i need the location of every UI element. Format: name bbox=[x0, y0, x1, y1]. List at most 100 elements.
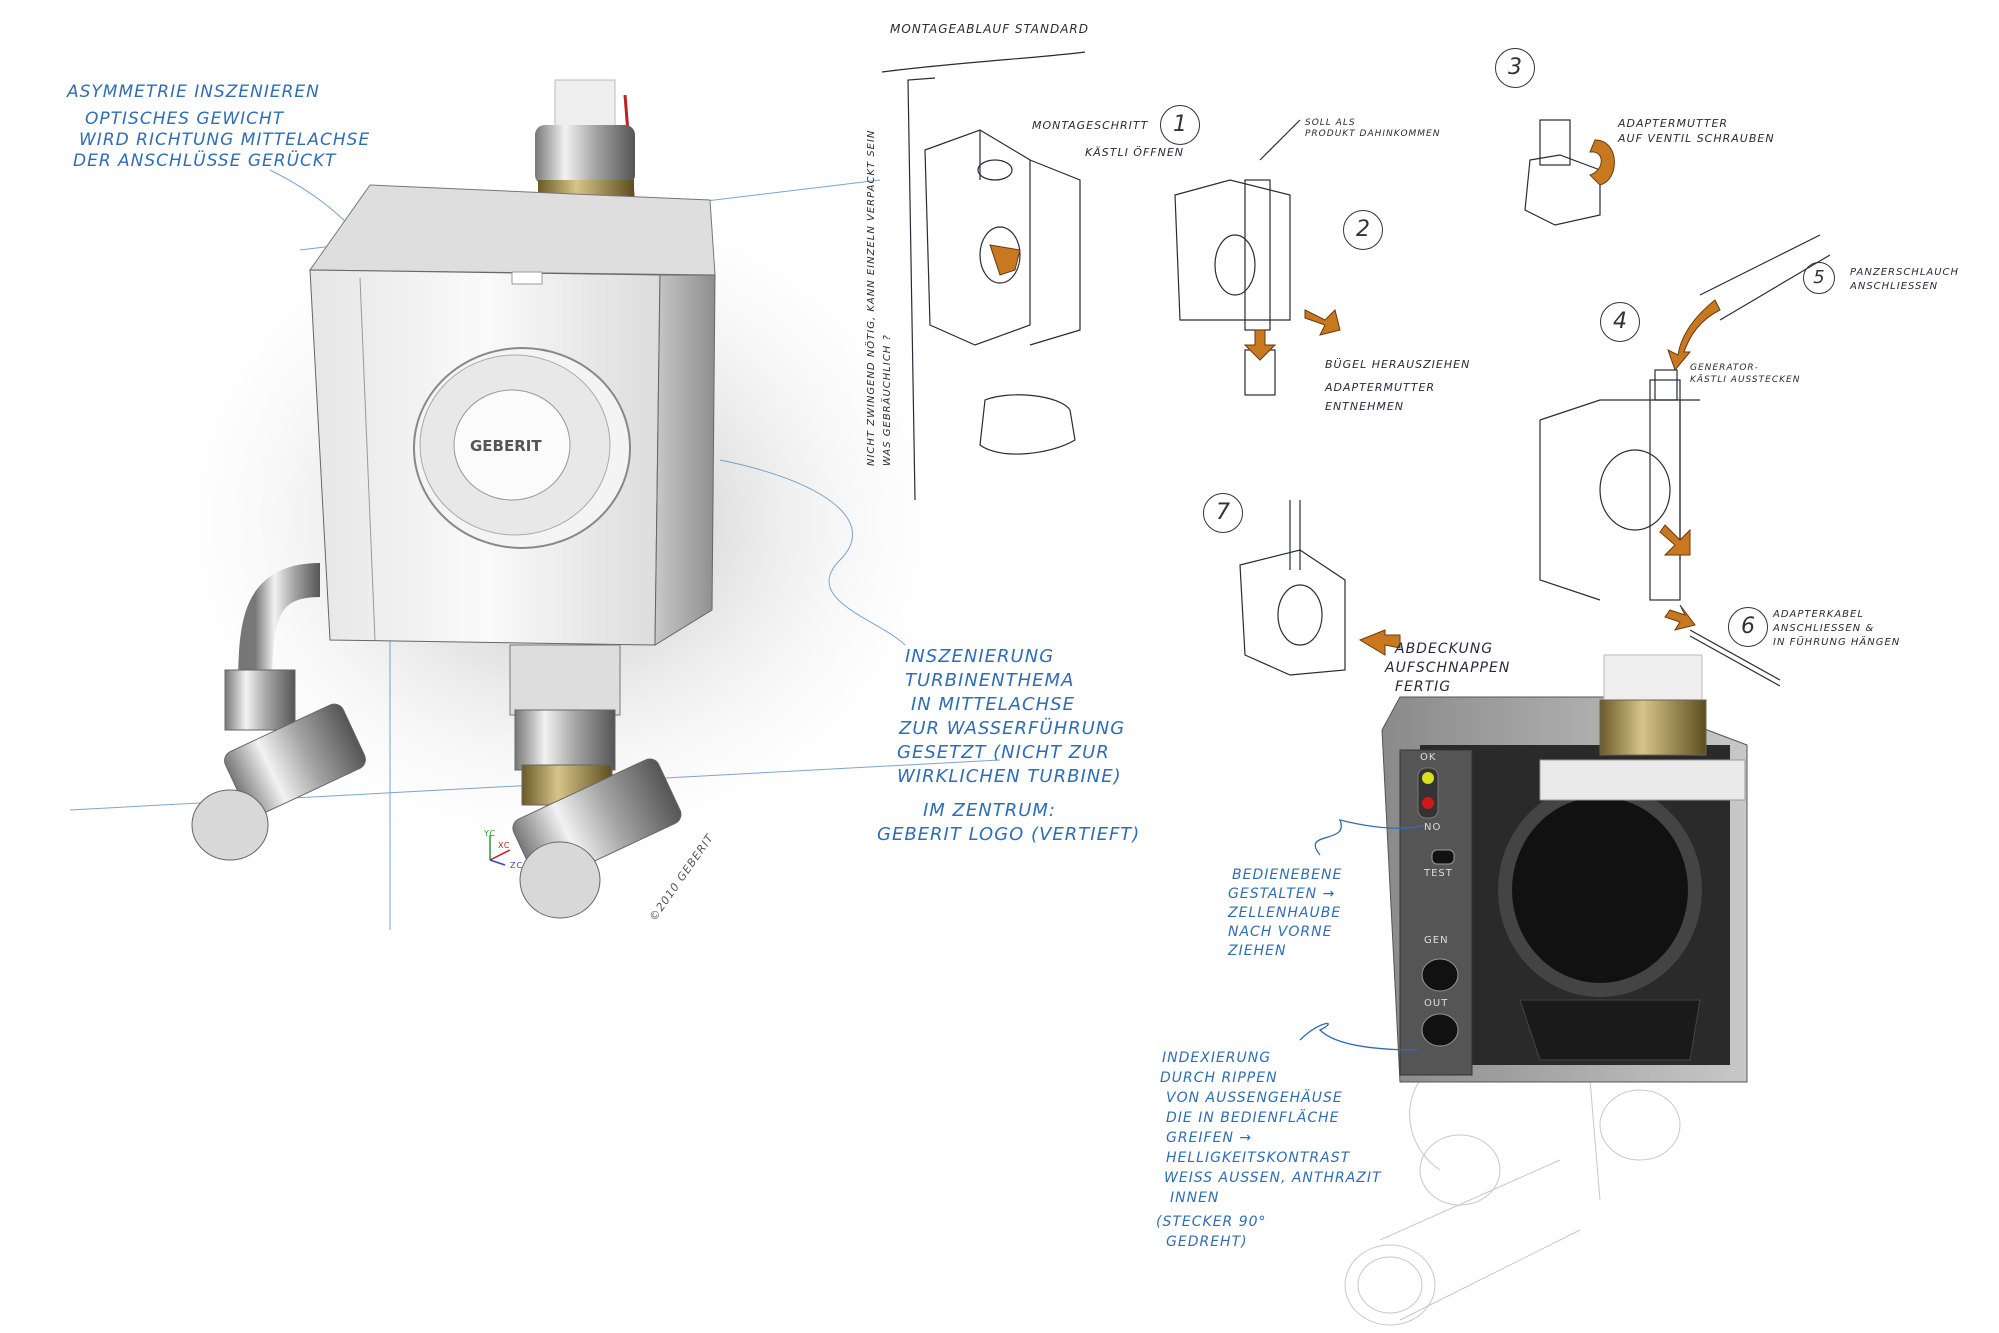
brass-fitting-2 bbox=[1599, 699, 1707, 756]
note-line: Soll als bbox=[1305, 118, 1356, 128]
note-line: anschliessen bbox=[1850, 281, 1939, 292]
panel-label-test: TEST bbox=[1424, 868, 1453, 879]
note-line: gesetzt (nicht zur bbox=[897, 742, 1110, 763]
note-line: Adaptermutter bbox=[1618, 117, 1729, 130]
product-note: Soll als Produkt dahinkommen bbox=[1305, 118, 1440, 140]
geberit-logo: GEBERIT bbox=[470, 437, 542, 455]
panel-label-no: NO bbox=[1424, 822, 1442, 833]
note-line: wird Richtung Mittelachse bbox=[79, 130, 371, 150]
step-5-number: 5 bbox=[1803, 262, 1835, 294]
note-line: Nicht zwingend nötig, kann einzeln verpa… bbox=[866, 129, 877, 466]
step-6-number: 6 bbox=[1728, 607, 1768, 647]
note-line: (Stecker 90° bbox=[1156, 1214, 1267, 1230]
note-line: wirklichen Turbine) bbox=[897, 766, 1122, 787]
axis-label-yc: YC bbox=[484, 829, 497, 838]
led-no bbox=[1422, 797, 1434, 809]
side-note: Nicht zwingend nötig, kann einzeln verpa… bbox=[864, 86, 896, 466]
step-4-number: 4 bbox=[1600, 302, 1640, 342]
note-line: Im Zentrum: bbox=[923, 800, 1057, 821]
left-valve-cap bbox=[191, 789, 269, 861]
turbine-note: Inszenierung Turbinenthema in Mittelachs… bbox=[877, 645, 1140, 847]
note-line: in Führung hängen bbox=[1773, 637, 1901, 648]
sketch-title: Montageablauf Standard bbox=[890, 22, 1089, 36]
arrow-step2-down bbox=[1243, 329, 1277, 361]
ghost-pipes bbox=[1344, 1079, 1681, 1326]
title-underline bbox=[881, 51, 1086, 73]
axis-label-zc: ZC bbox=[510, 861, 524, 870]
note-line: Indexierung bbox=[1162, 1050, 1272, 1066]
note-line: Optisches Gewicht bbox=[85, 109, 285, 129]
note-line: Kästli ausstecken bbox=[1690, 375, 1801, 385]
note-line: entnehmen bbox=[1325, 400, 1405, 413]
arrow-step3 bbox=[1589, 139, 1615, 186]
center-stem bbox=[509, 644, 621, 716]
pipe-top bbox=[554, 79, 616, 131]
note-line: Adapterkabel bbox=[1773, 609, 1864, 620]
led-ok bbox=[1422, 772, 1434, 784]
axis-label-xc: XC bbox=[498, 841, 511, 850]
arrow-step4 bbox=[1667, 299, 1721, 371]
note-line: der Anschlüsse gerückt bbox=[73, 151, 337, 171]
note-line: auf Ventil schrauben bbox=[1618, 132, 1775, 145]
panel-label-gen: GEN bbox=[1424, 935, 1449, 946]
arrow-step2-right bbox=[1304, 309, 1341, 336]
gen-socket bbox=[1421, 958, 1459, 992]
step-3-text: Adaptermutter auf Ventil schrauben bbox=[1618, 116, 1775, 146]
step-6-text: Adapterkabel anschliessen & in Führung h… bbox=[1773, 608, 1900, 650]
right-valve-cap bbox=[519, 841, 601, 919]
note-line: Zellenhaube bbox=[1228, 905, 1342, 921]
note-heading: Asymmetrie inszenieren bbox=[67, 82, 320, 102]
box-top bbox=[309, 184, 716, 276]
leader-lines bbox=[1299, 819, 1426, 1051]
note-line: Inszenierung bbox=[905, 646, 1055, 667]
note-line: Geberit Logo (vertieft) bbox=[877, 824, 1141, 845]
box-side bbox=[654, 274, 716, 646]
note-line: fertig bbox=[1395, 679, 1452, 695]
left-pipe bbox=[238, 563, 321, 691]
note-line: in Mittelachse bbox=[911, 694, 1075, 715]
turbine-housing bbox=[1498, 783, 1702, 997]
panel-note: Bedienebene gestalten → Zellenhaube nach… bbox=[1228, 866, 1343, 961]
note-line: Abdeckung bbox=[1395, 641, 1494, 657]
note-line: Panzerschlauch bbox=[1850, 267, 1960, 278]
note-line: aufschnappen bbox=[1385, 660, 1511, 676]
step-5-text: Panzerschlauch anschliessen bbox=[1850, 266, 1959, 294]
note-line: Adaptermutter bbox=[1325, 381, 1436, 394]
note-line: weiss aussen, anthrazit bbox=[1164, 1170, 1382, 1186]
note-line: Helligkeitskontrast bbox=[1166, 1150, 1351, 1166]
note-line: Bedienebene bbox=[1232, 867, 1343, 883]
step-4-text: Generator- Kästli ausstecken bbox=[1690, 362, 1800, 386]
note-line: gestalten → bbox=[1228, 886, 1336, 902]
arrow-step1 bbox=[989, 244, 1021, 276]
step-2-text: Bügel herausziehen Adaptermutter entnehm… bbox=[1325, 355, 1470, 416]
note-line: die in Bedienfläche bbox=[1166, 1110, 1340, 1126]
arrow-step6 bbox=[1664, 604, 1696, 631]
note-line: Bügel herausziehen bbox=[1325, 358, 1471, 371]
test-button bbox=[1431, 849, 1455, 865]
asymmetry-note: Asymmetrie inszenieren Optisches Gewicht… bbox=[67, 82, 370, 172]
note-line: ziehen bbox=[1228, 943, 1287, 959]
note-line: durch Rippen bbox=[1160, 1070, 1278, 1086]
note-line: zur Wasserführung bbox=[899, 718, 1126, 739]
note-line: Generator- bbox=[1690, 363, 1759, 373]
note-line: innen bbox=[1170, 1190, 1220, 1206]
note-line: gedreht) bbox=[1166, 1234, 1248, 1250]
panel-label-ok: OK bbox=[1420, 752, 1437, 763]
note-line: von Aussengehäuse bbox=[1166, 1090, 1343, 1106]
step-3-number: 3 bbox=[1495, 48, 1535, 88]
axes-gizmo bbox=[489, 835, 511, 866]
pipe-nut bbox=[535, 125, 635, 185]
note-line: greifen → bbox=[1166, 1130, 1253, 1146]
note-line: Turbinenthema bbox=[905, 670, 1075, 691]
left-nut bbox=[224, 669, 296, 731]
indexing-note: Indexierung durch Rippen von Aussengehäu… bbox=[1156, 1048, 1382, 1252]
marker-arrows bbox=[989, 139, 1721, 656]
panel-label-out: OUT bbox=[1424, 998, 1449, 1009]
step-1-text: Kästli öffnen bbox=[1085, 146, 1185, 159]
note-line: was gebräuchlich ? bbox=[882, 334, 893, 466]
step-7-text: Abdeckung aufschnappen fertig bbox=[1385, 640, 1510, 697]
arrow-step4b bbox=[1659, 524, 1691, 556]
step-7-number: 7 bbox=[1203, 493, 1243, 533]
